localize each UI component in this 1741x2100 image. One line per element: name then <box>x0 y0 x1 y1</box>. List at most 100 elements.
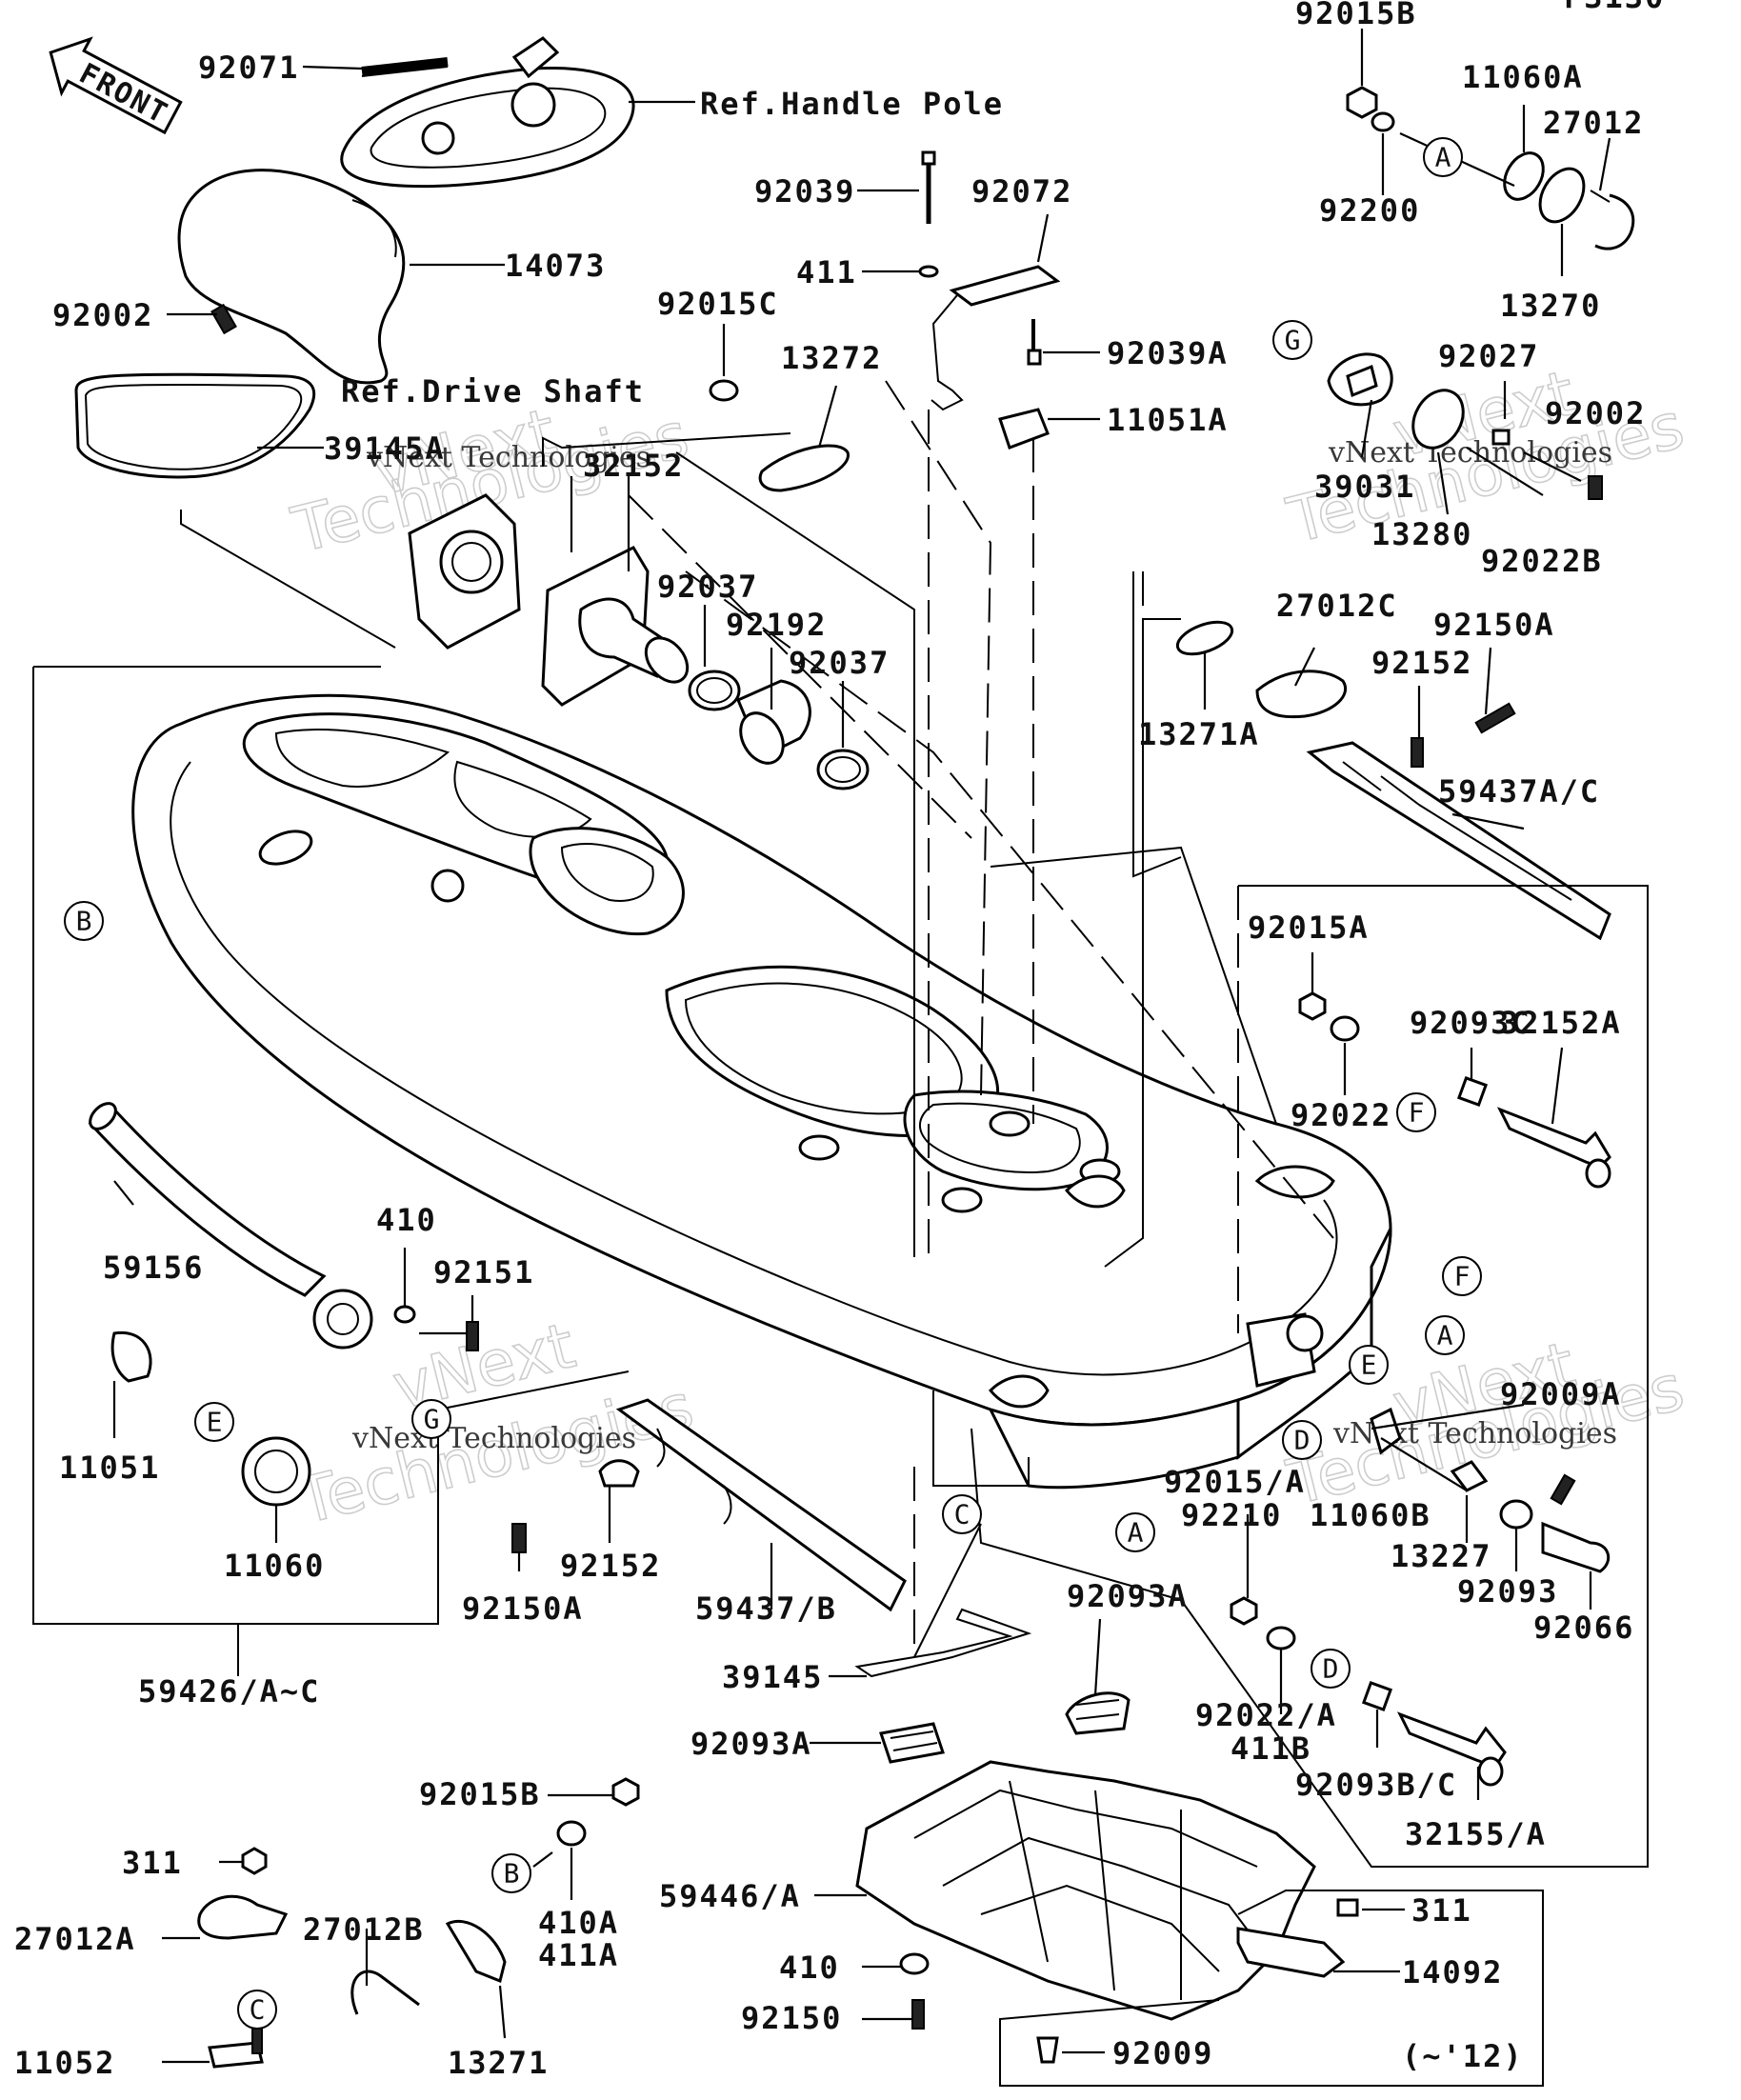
part-label-11051a: 11051A <box>1107 402 1229 438</box>
part-label-39031: 39031 <box>1314 469 1415 505</box>
svg-text:C: C <box>250 1994 266 2026</box>
part-label-92071: 92071 <box>198 50 299 86</box>
part-label-411b: 411B <box>1231 1730 1311 1767</box>
grate-bolts <box>899 1952 930 2030</box>
part-label-92093a2: 92093A <box>690 1726 812 1762</box>
watermark-text: vNext Technologies <box>1328 436 1612 470</box>
part-label-13227: 13227 <box>1391 1538 1491 1574</box>
part-label-411a: 411A <box>538 1937 619 1973</box>
svg-text:B: B <box>504 1858 520 1890</box>
part-label-32152: 32152 <box>583 448 684 484</box>
part-label-92022: 92022 <box>1291 1097 1391 1133</box>
part-label-92037: 92037 <box>789 645 890 681</box>
lower-drain-fittings <box>1230 1596 1507 1787</box>
part-label-27012a: 27012A <box>14 1921 136 1957</box>
callout-b: B <box>64 901 104 941</box>
part-label-92002: 92002 <box>52 297 153 333</box>
svg-text:A: A <box>1437 1320 1453 1351</box>
part-label-410a: 410A <box>538 1905 619 1941</box>
svg-text:G: G <box>424 1404 440 1435</box>
part-label-92072: 92072 <box>971 173 1072 210</box>
part-label-92027: 92027 <box>1438 338 1539 374</box>
svg-text:B: B <box>76 906 92 937</box>
reference-labels: Ref.Handle Pole Ref.Drive Shaft <box>341 86 1004 410</box>
svg-text:D: D <box>1323 1653 1339 1685</box>
part-label-92037: 92037 <box>657 569 758 605</box>
drain-fittings-upper <box>1298 991 1611 1189</box>
part-label-92022a: 92022/A <box>1195 1697 1337 1733</box>
ref-handle-pole: Ref.Handle Pole <box>700 86 1004 122</box>
callout-e: E <box>194 1402 234 1442</box>
callout-c: C <box>237 1990 277 2030</box>
part-label-39145a: 39145A <box>324 430 446 467</box>
svg-text:G: G <box>1285 325 1301 356</box>
svg-text:F: F <box>1454 1261 1471 1292</box>
part-label-11052: 11052 <box>14 2045 115 2081</box>
part-label-39145: 39145 <box>722 1659 823 1695</box>
part-label-92151: 92151 <box>433 1254 534 1290</box>
left-tube-parts <box>88 1102 479 1507</box>
lower-rail-parts <box>511 1398 1032 1678</box>
part-label-59446: 59446/A <box>659 1878 801 1914</box>
hatch-plate-left <box>408 493 521 650</box>
part-label-410: 410 <box>779 1950 840 1986</box>
svg-text:C: C <box>954 1499 971 1530</box>
part-label-11060a: 11060A <box>1462 59 1584 95</box>
part-label-59437ac: 59437A/C <box>1438 773 1600 810</box>
part-label-411: 411 <box>796 254 857 290</box>
part-label-13271: 13271 <box>448 2045 549 2081</box>
part-label-92022b: 92022B <box>1481 543 1603 579</box>
part-label-92015c: 92015C <box>657 286 779 322</box>
svg-text:D: D <box>1294 1425 1311 1456</box>
part-label-59156: 59156 <box>103 1250 204 1286</box>
part-label-92015a: 92015A <box>1248 910 1370 946</box>
part-label-92192: 92192 <box>726 607 827 643</box>
part-label-14073: 14073 <box>505 248 606 284</box>
date-range-note: (~'12) <box>1402 2038 1524 2074</box>
callout-a: A <box>1423 137 1463 177</box>
front-arrow: FRONT <box>49 36 183 135</box>
ref-drive-shaft: Ref.Drive Shaft <box>341 373 645 410</box>
part-label-92002: 92002 <box>1545 395 1646 431</box>
callout-a: A <box>1425 1315 1465 1355</box>
svg-text:A: A <box>1435 142 1451 173</box>
part-label-27012: 27012 <box>1543 105 1644 141</box>
part-labels: 92071 14073 92002 39145A 32152 92039 920… <box>14 0 1646 2081</box>
part-label-92009a: 92009A <box>1500 1376 1622 1412</box>
watermark-text: vNext Technologies <box>366 441 650 474</box>
part-label-92066: 92066 <box>1533 1610 1634 1646</box>
right-lower-fittings <box>1370 1407 1611 1573</box>
part-label-92152b: 92152 <box>560 1548 661 1584</box>
svg-text:E: E <box>1361 1350 1377 1381</box>
watermark-text: vNext Technologies <box>351 1422 636 1455</box>
bottom-left-hardware <box>197 1777 640 2069</box>
part-label-311: 311 <box>122 1845 183 1881</box>
part-label-92093c: 92093C <box>1410 1005 1531 1041</box>
part-label-92015b2: 92015B <box>419 1776 541 1812</box>
part-label-92150a2: 92150A <box>462 1590 584 1627</box>
seal-39145a <box>74 372 316 479</box>
svg-text:E: E <box>207 1407 223 1438</box>
callout-a: A <box>1115 1512 1155 1552</box>
part-label-13272: 13272 <box>781 340 882 376</box>
part-label-92150: 92150 <box>741 2000 842 2036</box>
intake-grate <box>855 1691 1316 2021</box>
callouts: A A A B B C C D D E E F F G G <box>64 137 1482 2030</box>
part-label-59426: 59426/A~C <box>138 1673 320 1710</box>
figure-code: F3130 <box>1564 0 1665 15</box>
part-label-13271a: 13271A <box>1138 716 1260 752</box>
front-label: FRONT <box>73 57 173 131</box>
part-label-11060: 11060 <box>224 1548 325 1584</box>
callout-c: C <box>942 1494 982 1534</box>
hull-body <box>131 693 1392 1490</box>
hatch-plate-right <box>541 546 690 707</box>
bottom-right-parts <box>1036 1898 1359 2064</box>
bolt-92002 <box>210 303 237 335</box>
part-label-11060b: 11060B <box>1310 1497 1431 1533</box>
callout-e: E <box>1349 1345 1389 1385</box>
upper-right-fittings <box>1346 86 1635 250</box>
svg-text:F: F <box>1409 1097 1425 1129</box>
part-label-92093bc: 92093B/C <box>1295 1767 1457 1803</box>
vent-assembly-39031 <box>1327 352 1603 500</box>
